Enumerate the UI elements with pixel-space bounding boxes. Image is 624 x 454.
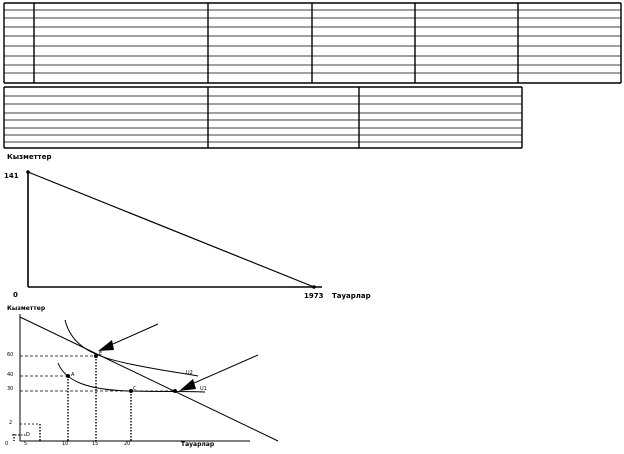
table-middle xyxy=(3,86,523,149)
chart2-xtick-15: 15 xyxy=(92,441,99,447)
chart2-arrow2-shaft xyxy=(184,354,259,388)
chart2-point-e xyxy=(94,354,98,358)
chart2-xtick-10: 10 xyxy=(62,441,69,447)
chart2-curve-label-u2: U2 xyxy=(186,370,193,376)
chart1-ylabel: Кызметтер xyxy=(7,153,52,161)
chart2-arrow2-head xyxy=(179,379,196,391)
chart2-ytick-30: 30 xyxy=(7,386,14,392)
table-top xyxy=(3,2,622,84)
chart2-point-a xyxy=(66,374,70,378)
chart2-budget-line xyxy=(19,316,279,442)
chart2-point-label-e: E xyxy=(99,351,103,357)
chart2-point-label-d: D xyxy=(26,432,30,438)
chart2-ytick-40: 40 xyxy=(7,372,14,378)
tables-layer xyxy=(3,2,622,149)
chart2-point-label-a: A xyxy=(71,372,75,378)
chart1-point-y xyxy=(26,170,30,174)
chart2-ytick-60: 60 xyxy=(7,352,14,358)
chart2-point-c xyxy=(129,389,133,393)
chart2-arrow1-head xyxy=(98,340,114,351)
chart2-xlabel: Тауарлар xyxy=(181,441,215,448)
chart2-xtick-0: 0 xyxy=(5,441,9,447)
chart2-point-label-c: C xyxy=(133,386,137,392)
chart1-budget-line xyxy=(27,171,315,288)
chart2-ytick-2: 2 xyxy=(9,420,13,426)
chart2-xtick-5: 5 xyxy=(24,441,28,447)
chart1-xtick-0: 0 xyxy=(13,291,18,299)
chart2-ylabel: Кызметтер xyxy=(7,305,46,312)
chart2-arrow1-shaft xyxy=(103,323,159,349)
chart1-ytick-141: 141 xyxy=(4,172,19,180)
chart2-point-x xyxy=(173,389,177,393)
chart2-curve-label-u1: U1 xyxy=(200,386,207,392)
chart1-point-x xyxy=(312,285,316,289)
chart2-xtick-20: 20 xyxy=(124,441,131,447)
chart1-xtick-1973: 1973 xyxy=(304,292,324,300)
chart1-xlabel: Тауарлар xyxy=(332,292,371,300)
chart2-curve-u2 xyxy=(64,319,199,377)
